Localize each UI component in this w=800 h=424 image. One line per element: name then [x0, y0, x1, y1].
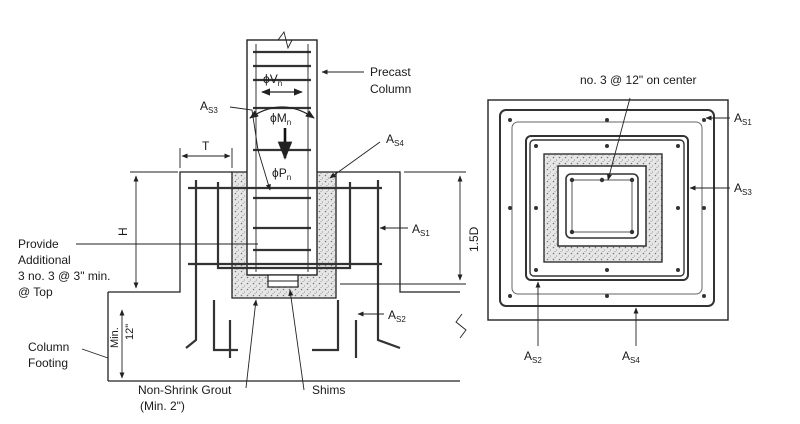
leader-shims — [288, 289, 305, 391]
hook-bar-2 — [212, 300, 238, 352]
label-plan-as2: AS2 — [524, 349, 542, 365]
label-12in: 12" — [124, 324, 136, 340]
plan-bar-dots — [508, 118, 706, 298]
hook-bar-3 — [312, 300, 340, 352]
label-1-5d: 1.5D — [467, 226, 481, 252]
label-plan-note: no. 3 @ 12" on center — [580, 73, 697, 87]
label-grout-2: (Min. 2") — [140, 399, 185, 413]
leader-footing — [81, 348, 109, 359]
label-provide-3: 3 no. 3 @ 3" min. — [18, 269, 110, 283]
column-break-line — [247, 30, 317, 50]
label-shear: ϕVn — [263, 72, 282, 88]
label-plan-as4: AS4 — [622, 349, 640, 365]
label-as2: AS2 — [388, 308, 406, 324]
moment-arrow — [249, 106, 315, 119]
plan-column-tie — [565, 173, 639, 239]
label-h: H — [116, 227, 130, 236]
label-as1: AS1 — [412, 222, 430, 238]
label-plan-as3: AS3 — [734, 181, 752, 197]
label-as4: AS4 — [386, 132, 404, 148]
plan-leader-note — [607, 97, 631, 181]
u-bars-as4 — [216, 182, 352, 270]
label-precast: Precast — [370, 65, 411, 79]
label-shims: Shims — [312, 383, 345, 397]
label-provide-2: Additional — [18, 253, 71, 267]
label-as3: AS3 — [200, 99, 218, 115]
precast-column — [246, 39, 318, 276]
label-provide-4: @ Top — [18, 285, 53, 299]
label-t: T — [202, 139, 210, 153]
label-column-footing-1: Column — [28, 340, 69, 354]
plan-bar-as3 — [525, 135, 689, 281]
leader-grout — [245, 299, 258, 389]
label-column-footing-2: Footing — [28, 356, 68, 370]
hook-bar-1 — [185, 180, 198, 349]
label-provide-1: Provide — [18, 237, 59, 251]
leader-as4 — [329, 141, 381, 179]
hook-bar-4 — [376, 180, 401, 350]
label-min: Min. — [109, 327, 121, 348]
label-axial: ϕPn — [272, 166, 291, 182]
column-longitudinal-bars — [255, 44, 309, 272]
label-plan-as1: AS1 — [734, 111, 752, 127]
plan-bar-as1 — [499, 109, 715, 307]
label-column: Column — [370, 82, 411, 96]
footing-outline-right — [336, 171, 460, 293]
elevation-view — [76, 30, 467, 391]
plan-view — [487, 97, 730, 346]
leader-as3 — [229, 106, 271, 191]
label-grout-1: Non-Shrink Grout — [138, 383, 232, 397]
label-moment: ϕMn — [270, 111, 291, 127]
footing-dowels — [228, 320, 358, 358]
